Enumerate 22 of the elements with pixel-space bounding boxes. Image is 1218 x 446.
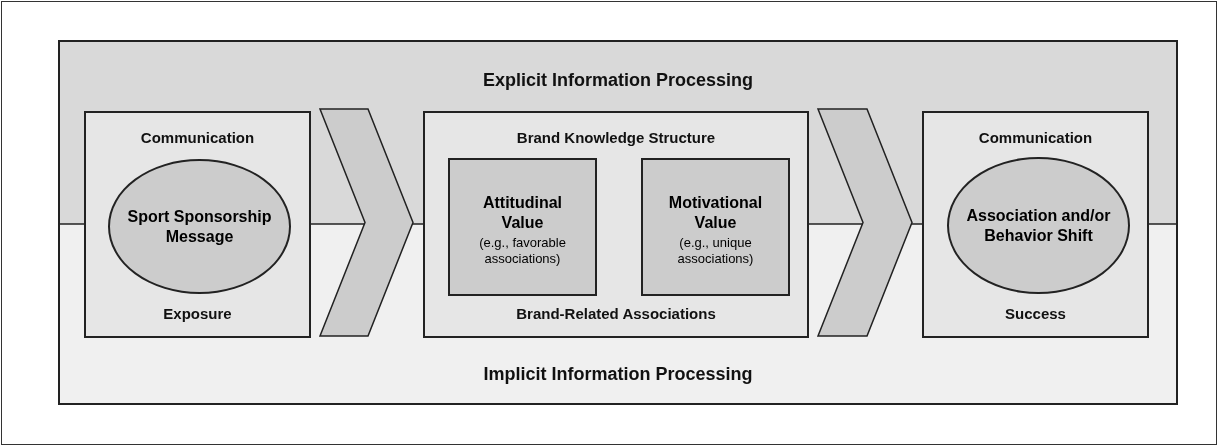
box-footer: Success <box>924 305 1147 322</box>
band-title: Explicit Information Processing <box>481 70 755 91</box>
box-footer: Exposure <box>86 305 309 322</box>
value-box <box>641 158 790 296</box>
ellipse-label: Association and/or Behavior Shift <box>965 205 1112 246</box>
value-example: (e.g., favorable associations) <box>478 234 567 268</box>
box-heading: Communication <box>139 129 256 146</box>
chevron-arrow <box>318 108 414 337</box>
value-example: (e.g., unique associations) <box>676 234 755 268</box>
stage-box <box>84 111 311 338</box>
stage-box <box>922 111 1149 338</box>
box-heading: Communication <box>977 129 1094 146</box>
ellipse-label: Sport Sponsorship Message <box>126 206 273 247</box>
chevron-arrow <box>816 108 913 337</box>
band-title: Implicit Information Processing <box>482 364 754 385</box>
stage-box <box>423 111 809 338</box>
box-footer: Brand-Related Associations <box>425 305 807 322</box>
process-panel <box>58 40 1178 405</box>
value-title: Attitudinal Value <box>481 192 564 233</box>
box-heading: Brand Knowledge Structure <box>515 129 717 146</box>
value-box <box>448 158 597 296</box>
value-title: Motivational Value <box>667 192 764 233</box>
